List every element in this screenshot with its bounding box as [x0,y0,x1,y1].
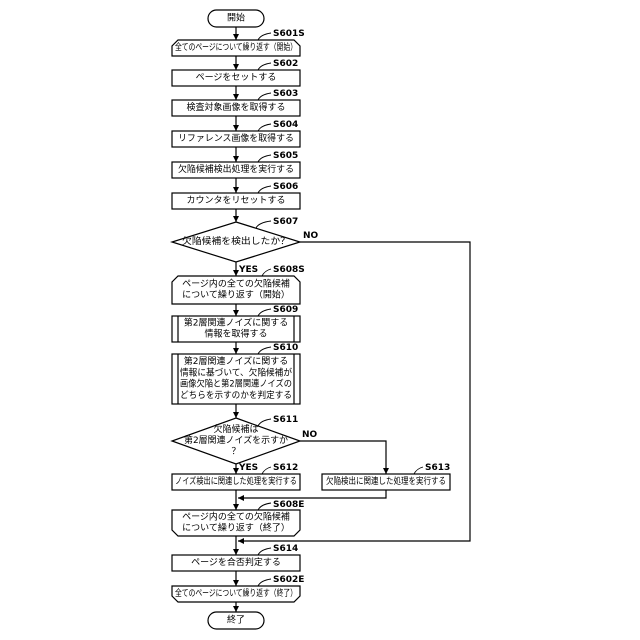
step-id-label: S603 [273,89,298,99]
no-label: NO [302,430,318,440]
yes-label: YES [238,463,258,473]
step-id-leader [258,347,271,354]
step-id-leader [258,419,271,426]
step-id-label: S609 [273,305,298,315]
step-id-leader [262,467,271,474]
step-id-label: S611 [273,415,298,425]
step-id-leader [258,93,271,100]
step-id-label: S601S [273,29,305,39]
step-text: どちらを示すのかを判定する [180,389,292,401]
step-text: リファレンス画像を取得する [178,132,294,144]
step-id-leader [256,221,271,228]
step-id-label: S607 [273,217,298,227]
step-id-leader [258,124,271,131]
start-terminal-label: 開始 [227,12,245,24]
step-id-leader [258,63,271,70]
step-text: 第2層関連ノイズに関する [184,317,288,329]
step-text: ページをセットする [196,72,277,83]
step-text: について繰り返す（開始） [182,289,290,301]
step-text: 全てのページについて繰り返す（終了） [175,587,297,599]
step-id-label: S610 [273,343,298,353]
step-text: について繰り返す（終了） [182,522,290,534]
step-text: 欠陥検出に関連した処理を実行する [326,475,446,487]
step-id-label: S613 [425,463,450,473]
step-text: 欠陥候補は [213,423,258,435]
step-s608e: ページ内の全ての欠陥候補 について繰り返す（終了） S608E [172,500,304,536]
step-text: ページを合否判定する [191,556,281,568]
step-id-label: S612 [273,463,298,473]
step-id-leader [258,186,271,193]
step-text: 第2層関連ノイズに関する [184,355,288,367]
step-text: ノイズ検出に関連した処理を実行する [175,475,297,487]
step-id-leader [258,33,271,40]
step-id-leader [258,548,271,555]
step-id-label: S608S [273,265,305,275]
step-text: 全てのページについて繰り返す（開始） [175,41,297,53]
yes-label: YES [238,265,258,275]
step-id-label: S604 [273,120,298,130]
step-id-label: S614 [273,544,298,554]
no-label: NO [303,231,319,241]
step-id-leader [258,579,271,586]
step-text: 検査対象画像を取得する [186,101,285,113]
end-terminal-label: 終了 [227,614,245,626]
step-id-leader [258,309,271,316]
step-id-leader [414,467,423,474]
step-text: 情報を取得する [204,328,267,340]
step-id-label: S602E [273,575,304,585]
step-text: ページ内の全ての欠陥候補 [182,278,290,290]
step-id-leader [262,269,271,276]
step-id-label: S605 [273,151,298,161]
step-text: ページ内の全ての欠陥候補 [182,511,290,523]
step-id-label: S602 [273,59,298,69]
step-id-leader [258,503,271,510]
step-text: 情報に基づいて、欠陥候補が [180,367,292,379]
start-terminal: 開始 [208,10,264,27]
no-branch-arrow [300,441,386,474]
step-id-label: S606 [273,182,298,192]
step-id-label: S608E [273,500,304,510]
step-text: ？ [231,447,240,457]
step-text: 欠陥候補を検出したか？ [182,235,290,247]
step-s602e: 全てのページについて繰り返す（終了） S602E [172,575,304,602]
step-text: 欠陥候補検出処理を実行する [178,163,294,175]
step-text: 第2層関連ノイズを示すか [184,434,288,446]
step-text: カウンタをリセットする [186,195,285,206]
step-text: 画像欠陥と第2層関連ノイズの [180,378,292,390]
merge-arrow [238,490,386,498]
end-terminal: 終了 [208,612,264,629]
step-s601s: 全てのページについて繰り返す（開始） S601S [172,29,305,56]
step-id-leader [258,155,271,162]
